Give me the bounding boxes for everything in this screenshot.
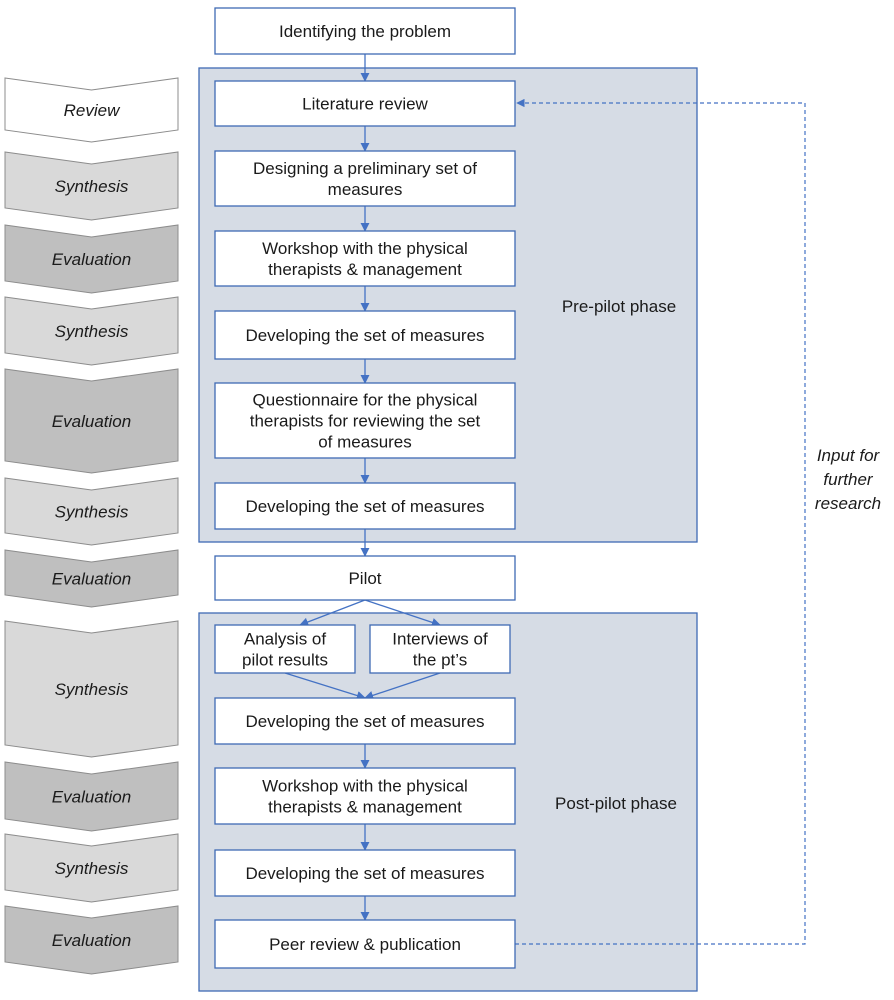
stage-label-synthesis: Synthesis xyxy=(55,322,129,341)
step-label-developing1: Developing the set of measures xyxy=(245,326,484,345)
step-box-identifying xyxy=(214,7,516,55)
step-label-workshop2: Workshop with the physical xyxy=(262,777,468,796)
step-label-designing: Designing a preliminary set of xyxy=(253,159,477,178)
stage-label-evaluation: Evaluation xyxy=(52,412,131,431)
feedback-label: further xyxy=(823,470,873,489)
arrow-analysis-developing xyxy=(284,672,366,700)
feedback-label: Input for xyxy=(817,446,881,465)
pre-pilot-phase-label: Pre-pilot phase xyxy=(562,297,676,316)
step-box-developing4 xyxy=(214,849,516,897)
arrow-interviews-developing xyxy=(364,672,441,700)
stage-label-synthesis: Synthesis xyxy=(55,680,129,699)
stage-label-review: Review xyxy=(64,101,121,120)
stage-chevron-synthesis xyxy=(4,151,179,221)
step-label-identifying: Identifying the problem xyxy=(279,22,451,41)
step-box-analysis xyxy=(214,624,356,674)
step-label-questionnaire: of measures xyxy=(318,433,412,452)
stage-chevron-evaluation xyxy=(4,905,179,975)
step-label-questionnaire: Questionnaire for the physical xyxy=(253,391,478,410)
step-box-workshop2 xyxy=(214,767,516,825)
feedback-label: research xyxy=(815,494,881,513)
step-label-interviews: Interviews of xyxy=(392,630,488,649)
stage-label-evaluation: Evaluation xyxy=(52,250,131,269)
step-label-analysis: Analysis of xyxy=(244,630,326,649)
step-label-developing3: Developing the set of measures xyxy=(245,712,484,731)
step-box-designing xyxy=(214,150,516,207)
stage-label-synthesis: Synthesis xyxy=(55,177,129,196)
stage-chevron-synthesis xyxy=(4,620,179,758)
stage-label-evaluation: Evaluation xyxy=(52,788,131,807)
pre-pilot-phase-panel xyxy=(198,67,698,543)
stage-chevron-review xyxy=(4,77,179,143)
step-label-workshop2: therapists & management xyxy=(268,798,462,817)
step-box-developing3 xyxy=(214,697,516,745)
stage-chevron-synthesis xyxy=(4,833,179,903)
stage-chevron-evaluation xyxy=(4,368,179,474)
step-label-literature: Literature review xyxy=(302,95,428,114)
stage-label-evaluation: Evaluation xyxy=(52,931,131,950)
step-label-workshop1: therapists & management xyxy=(268,260,462,279)
post-pilot-phase-label: Post-pilot phase xyxy=(555,794,677,813)
step-box-questionnaire xyxy=(214,382,516,459)
step-box-developing1 xyxy=(214,310,516,360)
step-box-literature xyxy=(214,80,516,127)
stage-chevron-evaluation xyxy=(4,549,179,608)
step-label-pilot: Pilot xyxy=(348,569,381,588)
step-box-workshop1 xyxy=(214,230,516,287)
stage-chevron-evaluation xyxy=(4,224,179,294)
arrow-pilot-interviews xyxy=(364,599,441,627)
step-label-designing: measures xyxy=(328,180,403,199)
feedback-loop-arrow xyxy=(515,98,806,945)
step-box-peer xyxy=(214,919,516,969)
step-box-interviews xyxy=(369,624,511,674)
stage-chevron-synthesis xyxy=(4,477,179,546)
step-label-workshop1: Workshop with the physical xyxy=(262,239,468,258)
stage-chevron-synthesis xyxy=(4,296,179,366)
stage-chevron-evaluation xyxy=(4,761,179,832)
step-box-developing2 xyxy=(214,482,516,530)
step-label-developing2: Developing the set of measures xyxy=(245,497,484,516)
stage-label-synthesis: Synthesis xyxy=(55,503,129,522)
stage-label-evaluation: Evaluation xyxy=(52,570,131,589)
stage-label-synthesis: Synthesis xyxy=(55,859,129,878)
step-label-peer: Peer review & publication xyxy=(269,935,461,954)
step-label-interviews: the pt’s xyxy=(413,651,468,670)
arrow-pilot-analysis xyxy=(299,599,366,627)
step-label-questionnaire: therapists for reviewing the set xyxy=(250,412,481,431)
step-label-developing4: Developing the set of measures xyxy=(245,864,484,883)
step-label-analysis: pilot results xyxy=(242,651,328,670)
step-box-pilot xyxy=(214,555,516,601)
